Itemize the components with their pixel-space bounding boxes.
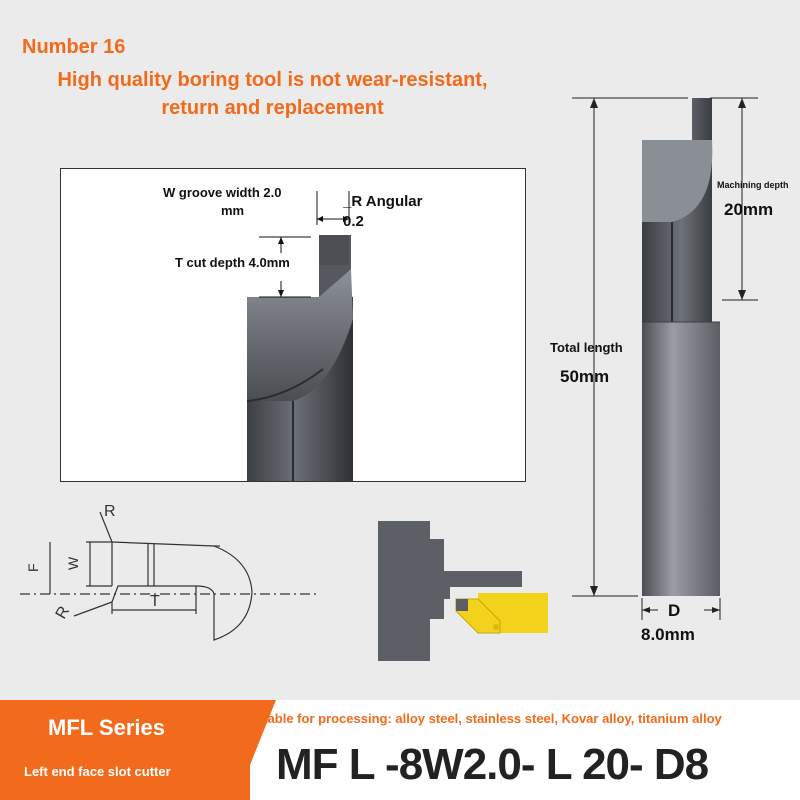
total-length-label: Total length	[550, 340, 623, 355]
series-panel-edge	[236, 700, 276, 800]
cut-depth-label: T cut depth 4.0mm	[175, 255, 290, 270]
headline-text: High quality boring tool is not wear-res…	[0, 66, 545, 122]
angular-value: 0.2	[343, 213, 364, 230]
drawing-label-t: T	[150, 593, 160, 610]
drawing-label-f: F	[25, 563, 41, 572]
angular-label: _R Angular	[343, 193, 423, 210]
groove-width-label: W groove width 2.0	[163, 185, 282, 200]
drawing-label-r-top: R	[104, 503, 116, 520]
technical-drawing: R F W R T	[20, 503, 318, 641]
diameter-label: D	[668, 601, 681, 620]
series-subtitle: Left end face slot cutter	[24, 764, 171, 779]
full-tool-image	[572, 97, 758, 620]
headline-line-2: return and replacement	[161, 97, 384, 119]
drawing-label-r-bottom: R	[53, 603, 74, 622]
series-title: MFL Series	[48, 715, 165, 740]
series-panel	[0, 700, 250, 800]
tip-detail-panel: W groove width 2.0 mm _R Angular 0.2 T c…	[60, 168, 526, 482]
machining-schematic	[378, 521, 548, 661]
groove-width-unit: mm	[221, 203, 245, 218]
headline-line-1: High quality boring tool is not wear-res…	[57, 69, 488, 91]
machining-depth-label: Machining depth	[717, 180, 789, 190]
machining-depth-value: 20mm	[724, 200, 774, 219]
diameter-value: 8.0mm	[641, 625, 695, 644]
headline-number: Number 16	[22, 36, 126, 58]
suitable-materials: Suitable for processing: alloy steel, st…	[243, 711, 722, 726]
total-length-value: 50mm	[560, 367, 610, 386]
tip-detail-image	[246, 191, 353, 481]
drawing-label-w: W	[65, 556, 81, 570]
model-code: MF L -8W2.0- L 20- D8	[276, 740, 709, 789]
